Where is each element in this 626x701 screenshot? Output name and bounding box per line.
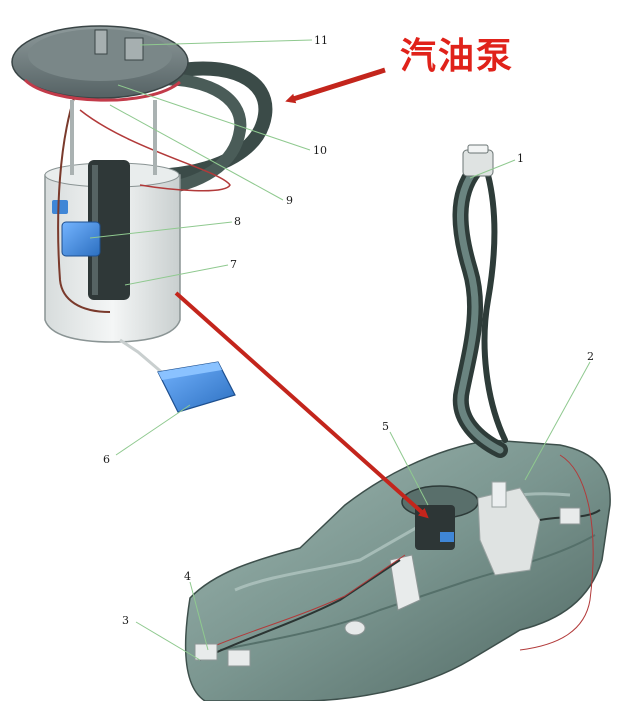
leader-7 (124, 264, 229, 286)
tank-left-bracket (389, 554, 421, 611)
tank-brake-line (204, 554, 406, 651)
filler-pipe (452, 144, 508, 458)
leader-3 (135, 621, 201, 661)
callout-10: 10 (313, 144, 327, 157)
leader-5 (389, 431, 429, 506)
callout-11: 11 (314, 34, 328, 47)
tank-baffle (477, 487, 541, 576)
callout-leaders (89, 39, 591, 661)
pump-wiring-red (79, 109, 231, 192)
callout-9: 9 (286, 194, 293, 207)
callout-2: 2 (587, 350, 594, 363)
pump-outlet (94, 29, 108, 55)
leader-6 (115, 404, 191, 456)
tank-right-red-line (519, 454, 594, 651)
tank-bracket-b (227, 649, 251, 667)
leader-10 (117, 84, 311, 151)
location-arrow (174, 291, 429, 519)
tank-bracket-c (559, 507, 581, 525)
tank-drain-plug (344, 620, 366, 636)
leader-9 (109, 104, 284, 201)
pump-feed-hose (144, 73, 247, 196)
tank-lower-ridge (219, 534, 596, 651)
pump-flange-ring (23, 78, 181, 102)
leader-4 (189, 581, 209, 651)
float-block-top (158, 362, 222, 380)
pump-level-sensor (61, 221, 101, 257)
fuel-tank (184, 439, 611, 701)
callout-3: 3 (122, 614, 129, 627)
title-arrow (285, 67, 386, 104)
pump-motor (88, 160, 130, 300)
callout-6: 6 (103, 453, 110, 466)
callout-4: 4 (184, 570, 191, 583)
diagram-title: 汽油泵 (400, 36, 514, 77)
filler-pipe-inner (457, 166, 504, 454)
leader-11 (139, 39, 313, 46)
vent-pipe (481, 172, 508, 443)
float-arm (119, 338, 166, 377)
filler-cap-top (467, 144, 489, 154)
callout-5: 5 (382, 420, 389, 433)
callout-8: 8 (234, 215, 241, 228)
pump-level-sensor-top (52, 200, 68, 214)
pump-wiring (57, 94, 111, 313)
tank-filler-neck-base (491, 481, 507, 508)
pump-connector (124, 37, 144, 61)
tank-pump-sensor (440, 532, 454, 542)
tank-bracket-a (194, 643, 218, 661)
leader-2 (524, 361, 591, 481)
callout-1: 1 (517, 152, 524, 165)
leader-1 (469, 159, 516, 179)
leader-8 (89, 221, 233, 239)
callout-7: 7 (230, 258, 237, 271)
filler-cap (462, 149, 494, 177)
callout-labels: 1 2 3 4 5 6 7 8 9 10 11 (103, 34, 594, 627)
fuel-pump-module (11, 25, 273, 413)
pointer-arrows (174, 67, 429, 519)
